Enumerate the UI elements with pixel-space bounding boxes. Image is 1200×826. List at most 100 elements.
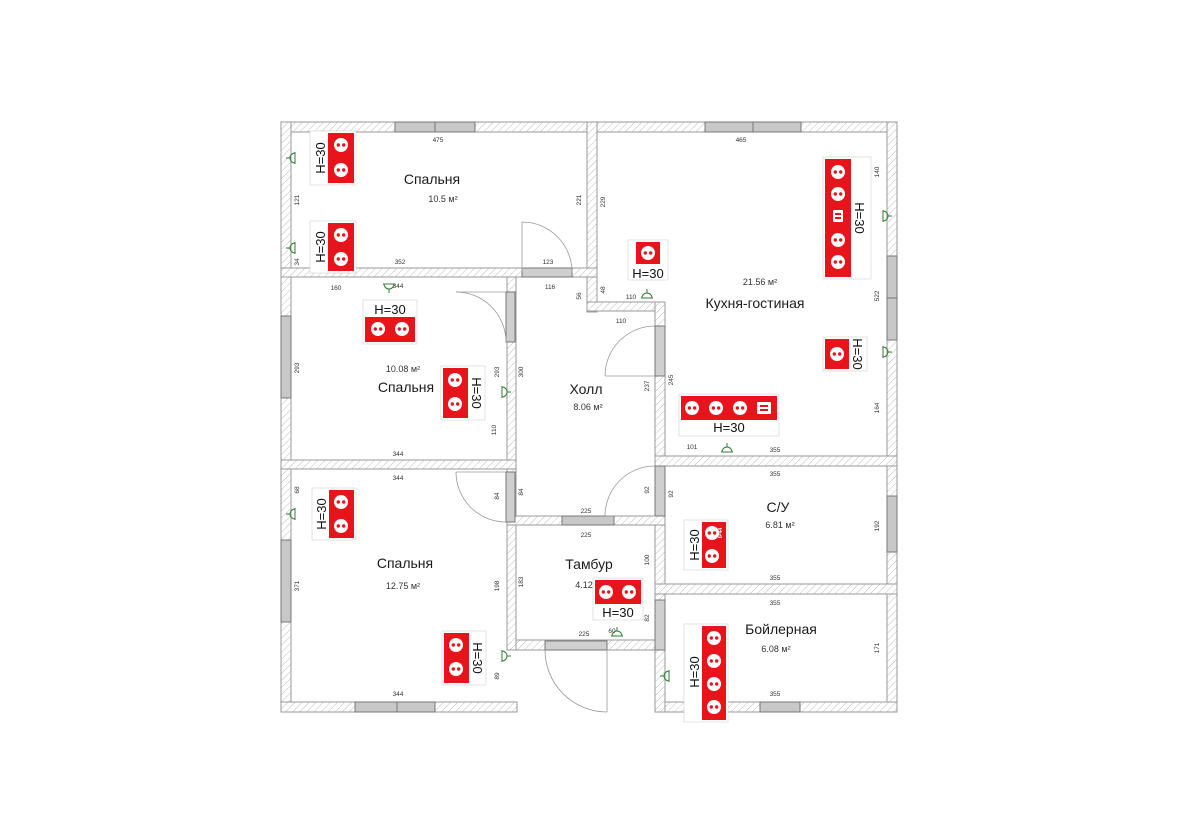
windows	[280, 121, 898, 713]
height-label: H=30	[713, 420, 744, 435]
dim: 221	[576, 194, 583, 205]
dim: 344	[393, 283, 404, 290]
door-bed3	[505, 471, 516, 523]
dim: 344	[393, 475, 404, 482]
dim: 116	[545, 284, 556, 291]
dim: 225	[581, 508, 592, 515]
height-label: H=30	[852, 202, 867, 233]
dim: 92	[668, 490, 675, 498]
dim: 121	[294, 194, 301, 205]
room-labels: Спальня 10.5 м² Кухня-гостиная 21.56 м² …	[377, 171, 817, 654]
dim: 465	[736, 137, 747, 144]
dim: 68	[294, 486, 301, 494]
wall-east	[886, 121, 898, 713]
height-label: H=30	[470, 642, 485, 673]
dim: 245	[668, 374, 675, 385]
dim: 82	[644, 614, 651, 622]
dim: 60	[608, 628, 616, 635]
room-area-kitchen: 21.56 м²	[743, 277, 777, 287]
door-bed2	[505, 291, 516, 343]
height-label: H=30	[602, 605, 633, 620]
outlet-group-bed1-bottom: H=30	[309, 220, 357, 274]
outlet-bathroom: IP44 H=30	[683, 519, 729, 571]
wall-bedroom1-east	[586, 121, 598, 313]
height-label: H=30	[314, 498, 329, 529]
room-name-hall: Холл	[570, 381, 603, 397]
dim: 89	[494, 672, 501, 680]
dim: 293	[494, 366, 501, 377]
room-area-bedroom2: 10.08 м²	[386, 364, 420, 374]
dim: 101	[687, 444, 698, 451]
dim: 160	[331, 285, 342, 292]
height-label: H=30	[374, 302, 405, 317]
dim: 100	[644, 554, 651, 565]
dim: 34	[294, 258, 301, 266]
outlet-group-bed2-right: H=30	[440, 365, 486, 421]
dim: 225	[579, 631, 590, 638]
door-kitchen	[654, 325, 666, 377]
dim: 171	[874, 642, 881, 653]
outlet-group-bed3-top: H=30	[311, 487, 357, 541]
room-name-kitchen: Кухня-гостиная	[705, 295, 804, 311]
dim: 344	[393, 691, 404, 698]
height-label: H=30	[632, 266, 663, 281]
switch-icon	[640, 288, 654, 299]
outlet-group-bed3-bottom: H=30	[441, 630, 487, 686]
wall-west	[280, 121, 292, 713]
dim: 344	[393, 451, 404, 458]
height-label: H=30	[850, 338, 865, 369]
room-area-bathroom: 6.81 м²	[765, 520, 794, 530]
outlet-kitchen-right-small: H=30	[822, 336, 868, 372]
outlet-vestibule: H=30	[592, 577, 644, 621]
dim: 84	[518, 488, 525, 496]
height-label: H=30	[469, 377, 484, 408]
dim: 192	[874, 520, 881, 531]
wall-bed2-south	[280, 459, 517, 470]
room-name-bedroom2: Спальня	[378, 379, 434, 395]
wall-bath-south	[654, 583, 898, 595]
wall-kitchen-south	[654, 455, 898, 467]
room-name-bathroom: С/У	[767, 499, 790, 515]
window-bed3-s	[354, 701, 436, 713]
ip-label: IP44	[718, 528, 724, 539]
dim: 110	[626, 294, 637, 301]
dim: 355	[770, 471, 781, 478]
height-label: H=30	[313, 231, 328, 262]
dim: 371	[294, 580, 301, 591]
dim: 229	[600, 196, 607, 207]
door-entrance	[544, 640, 608, 651]
room-name-bedroom1: Спальня	[404, 171, 460, 187]
room-area-hall: 8.06 м²	[573, 402, 602, 412]
door-boiler	[654, 599, 666, 651]
height-label: H=30	[687, 529, 702, 560]
window-bed2-w	[280, 315, 292, 399]
window-bed3-w	[280, 539, 292, 623]
height-label: H=30	[313, 142, 328, 173]
dim: 355	[770, 447, 781, 454]
dim: 92	[644, 486, 651, 494]
outlet-group-bed2-top: H=30	[362, 299, 418, 345]
dim: 183	[518, 576, 525, 587]
switch-icon	[501, 649, 512, 663]
room-area-boiler: 6.08 м²	[761, 644, 790, 654]
dim: 84	[494, 492, 501, 500]
dim: 198	[494, 580, 501, 591]
outlet-kitchen-single: H=30	[627, 239, 669, 281]
outlet-kitchen-right-tall: H=30	[822, 156, 872, 280]
dim: 352	[395, 259, 406, 266]
outlet-boiler: H=30	[683, 623, 729, 723]
room-area-bedroom3: 12.75 м²	[386, 581, 420, 591]
dim: 110	[491, 424, 498, 435]
window-bath-e	[886, 495, 898, 553]
dim: 300	[518, 366, 525, 377]
outlets: H=30 H=30 H=30 H=30	[309, 130, 872, 723]
height-label: H=30	[687, 656, 702, 687]
room-area-bedroom1: 10.5 м²	[428, 194, 457, 204]
dim: 48	[600, 286, 607, 294]
dim: 293	[294, 362, 301, 373]
dim: 522	[874, 290, 881, 301]
dim: 355	[770, 600, 781, 607]
room-name-boiler: Бойлерная	[745, 621, 817, 637]
wall-hall-north	[569, 267, 598, 278]
